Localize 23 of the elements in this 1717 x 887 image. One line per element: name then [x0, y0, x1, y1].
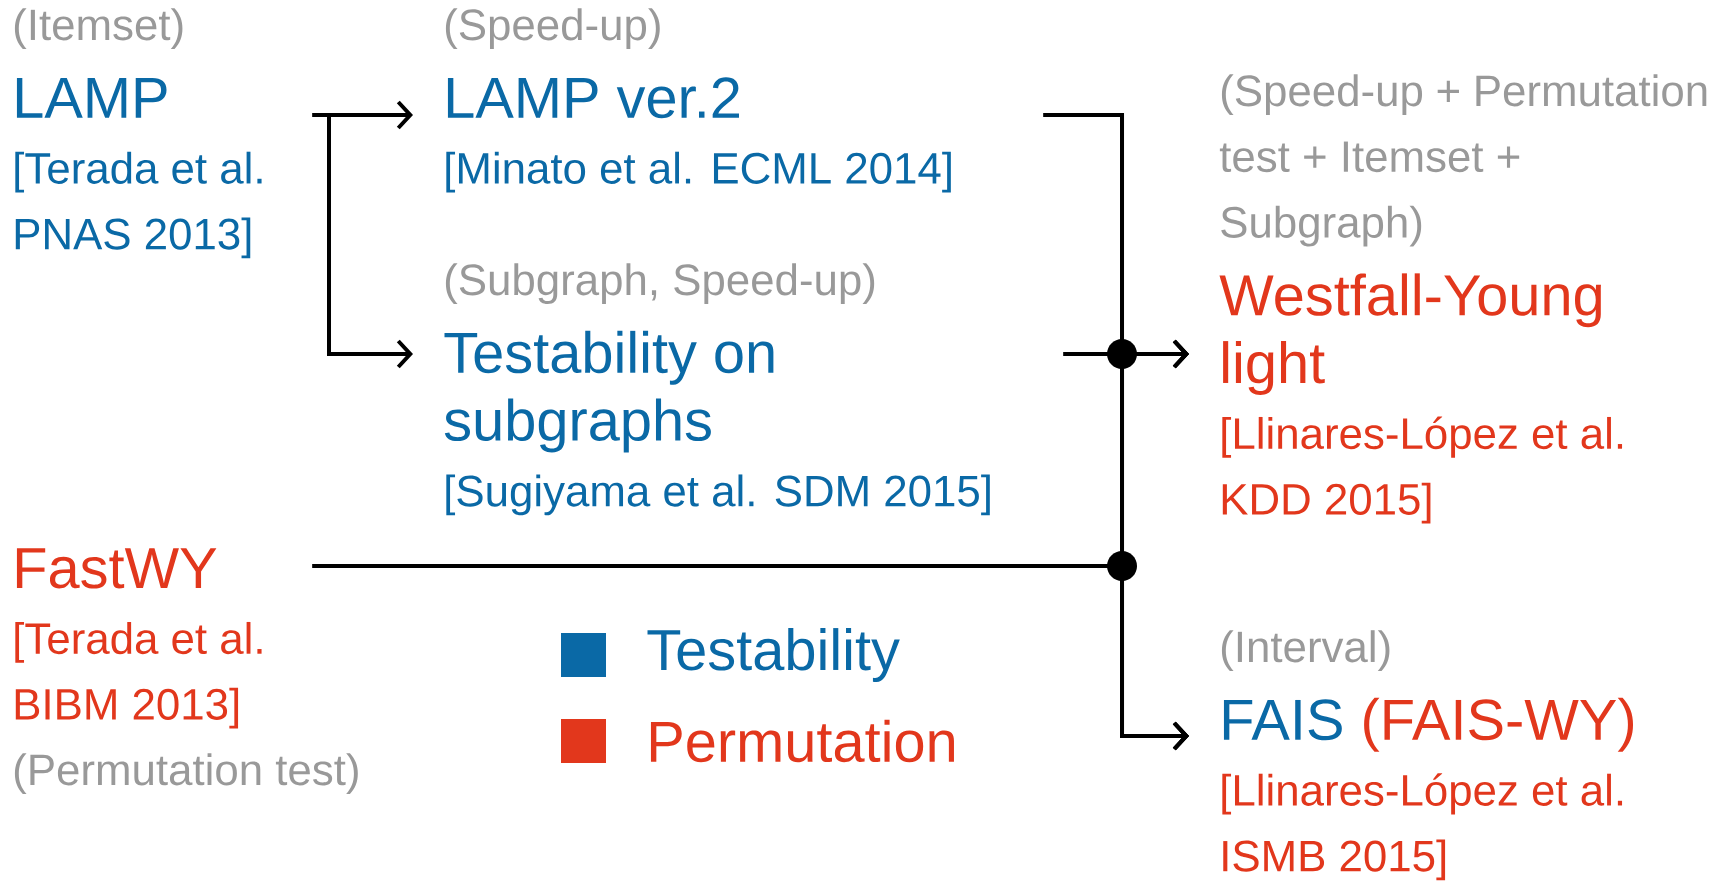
method-name: FastWY [16, 548, 217, 589]
arrow [312, 564, 1189, 751]
arrow [312, 113, 413, 369]
method-name: Testability on subgraphs [444, 330, 774, 453]
citation-text: [Minato et al. ECML 2014] [446, 151, 951, 193]
citation-text: [Llinares-López et al. ISMB 2015] [1222, 773, 1623, 881]
method-name: Westfall-Young light [1219, 273, 1601, 395]
category-label: (Itemset) [14, 8, 183, 50]
method-name: LAMP ver.2 [447, 77, 739, 119]
category-label: (Speed-up) [445, 8, 660, 50]
citation-text: [Sugiyama et al. SDM 2015] [446, 474, 990, 516]
method-name: FAIS [1223, 699, 1342, 741]
method-name: LAMP [16, 77, 167, 118]
category-label: (Interval) [1221, 630, 1390, 672]
citation-text: [Terada et al. PNAS 2013] [15, 151, 262, 259]
citation-text: [Terada et al. BIBM 2013] [15, 621, 262, 729]
citation-text: [Llinares-López et al. KDD 2015] [1222, 416, 1623, 524]
category-label: (Subgraph, Speed-up) [445, 263, 875, 305]
legend-label: Permutation [650, 719, 954, 763]
legend-label: Testability [647, 628, 900, 682]
category-label: (Permutation test) [14, 753, 358, 795]
category-label: (Speed-up + Permutation test + Itemset + Subgraph) [1219, 74, 1707, 247]
method-name: (FAIS-WY) [1364, 697, 1633, 752]
